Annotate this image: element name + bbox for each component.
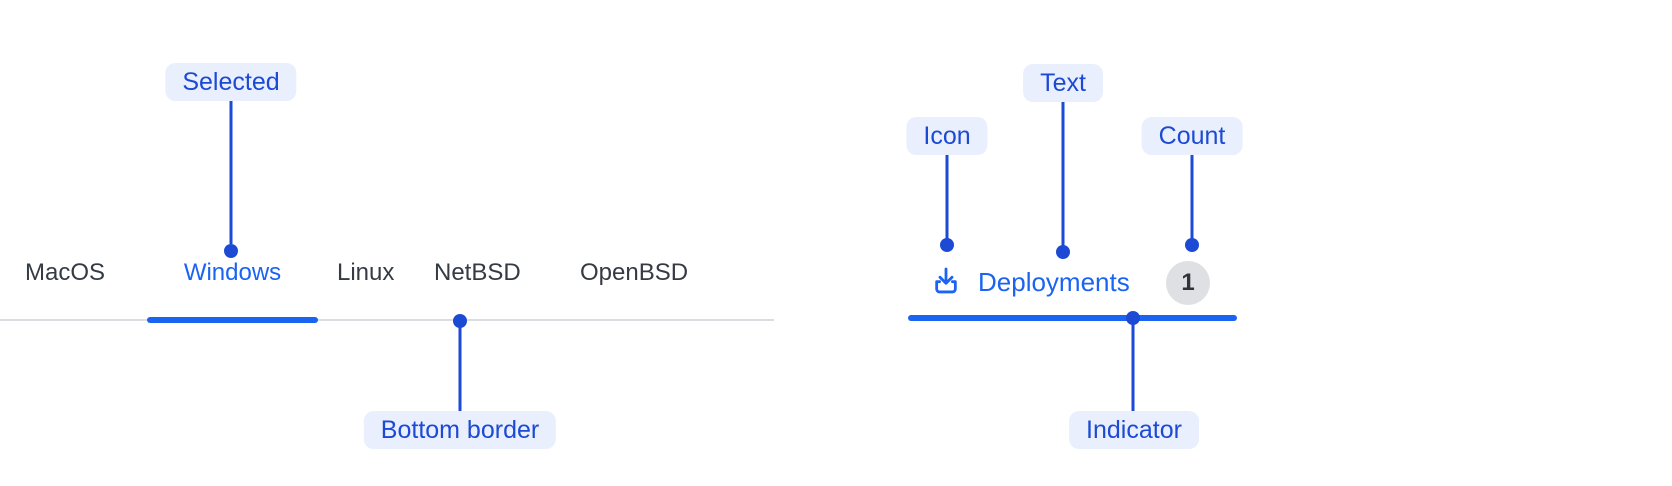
callout-text-label: Text [1023, 64, 1103, 102]
callout-indicator-label: Indicator [1069, 411, 1199, 449]
tab-openbsd[interactable]: OpenBSD [580, 259, 689, 286]
selected-tab-underline [147, 317, 318, 323]
callout-count-line [1190, 155, 1194, 245]
callout-icon-label: Icon [906, 117, 988, 155]
tab-deployments-label: Deployments [978, 267, 1130, 297]
download-icon [935, 267, 957, 294]
tab-deployments[interactable]: Deployments 1 [908, 255, 1237, 321]
callout-count-label: Count [1141, 117, 1243, 155]
callout-selected-label: Selected [165, 63, 297, 101]
callout-count-dot [1185, 238, 1199, 252]
callout-text-line [1061, 102, 1065, 252]
tab-netbsd[interactable]: NetBSD [434, 259, 521, 286]
callout-indicator-line [1131, 318, 1135, 411]
callout-text-dot [1056, 245, 1070, 259]
callout-icon-line [945, 155, 949, 245]
tab-bar: MacOS Windows Linux NetBSD OpenBSD [0, 248, 774, 323]
callout-selected-line [229, 101, 233, 244]
tab-linux[interactable]: Linux [337, 259, 395, 286]
tab-macos[interactable]: MacOS [25, 259, 106, 286]
callout-selected-dot [224, 244, 238, 258]
tabbar-bottom-border [0, 319, 774, 321]
callout-bottom-border-label: Bottom border [363, 411, 557, 449]
tab-count-badge: 1 [1166, 261, 1210, 305]
callout-bottom-border-line [458, 321, 462, 411]
selected-tab-indicator [908, 315, 1237, 321]
tab-windows-selected[interactable]: Windows [183, 259, 282, 286]
callout-icon-dot [940, 238, 954, 252]
